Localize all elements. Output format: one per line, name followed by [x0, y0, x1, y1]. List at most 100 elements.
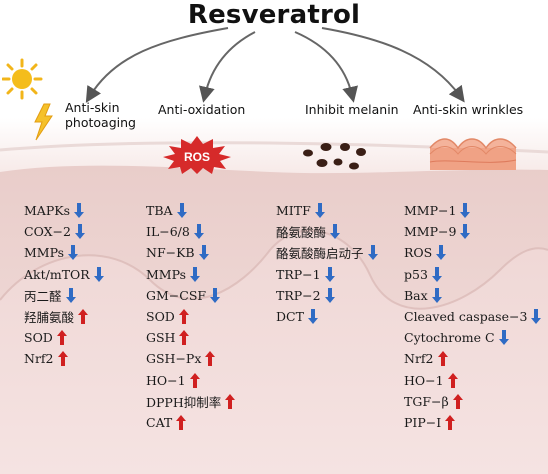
increase-arrow-icon — [57, 351, 68, 367]
decrease-arrow-icon — [460, 203, 471, 219]
marker-item: Nrf2 — [404, 348, 541, 369]
marker-item: MITF — [276, 200, 378, 221]
sun-lightning-icon — [2, 58, 53, 141]
marker-label: Cleaved caspase−3 — [404, 309, 528, 325]
ros-burst-icon: ROS — [163, 136, 231, 174]
marker-item: TRP−2 — [276, 285, 378, 306]
marker-item: 酪氨酸酶启动子 — [276, 242, 378, 263]
arrow-to-wrinkles — [321, 27, 465, 103]
marker-label: TBA — [146, 203, 173, 219]
marker-label: MAPKs — [24, 203, 70, 219]
marker-item: MMPs — [146, 264, 235, 285]
decrease-arrow-icon — [190, 266, 201, 282]
marker-item: MMPs — [24, 242, 104, 263]
marker-label: IL−6/8 — [146, 224, 190, 240]
marker-item: TBA — [146, 200, 235, 221]
marker-item: 羟脯氨酸 — [24, 306, 104, 327]
increase-arrow-icon — [189, 372, 200, 388]
marker-item: Cytochrome C — [404, 327, 541, 348]
decrease-arrow-icon — [324, 266, 335, 282]
arrow-to-photoaging — [85, 27, 229, 103]
marker-item: HO−1 — [146, 370, 235, 391]
marker-item: NF−KB — [146, 242, 235, 263]
arrow-to-melanin — [294, 31, 358, 103]
decrease-arrow-icon — [74, 224, 85, 240]
marker-label: MITF — [276, 203, 311, 219]
category-anti-skin-photoaging: Anti-skin photoaging — [65, 100, 136, 130]
decrease-arrow-icon — [436, 245, 447, 261]
decrease-arrow-icon — [74, 203, 84, 219]
marker-item: Cleaved caspase−3 — [404, 306, 542, 327]
marker-item: DPPH抑制率 — [146, 391, 236, 412]
increase-arrow-icon — [176, 414, 187, 430]
marker-label: CAT — [146, 414, 173, 430]
decrease-arrow-icon — [460, 224, 471, 240]
decrease-arrow-icon — [210, 287, 221, 303]
category-anti-skin-wrinkles: Anti-skin wrinkles — [413, 102, 524, 117]
decrease-arrow-icon — [498, 330, 509, 346]
marker-item: GM−CSF — [146, 285, 235, 306]
marker-label: p53 — [404, 266, 428, 282]
diagram-title: Resveratrol — [187, 0, 361, 30]
decrease-arrow-icon — [176, 203, 187, 219]
dermis-layer — [0, 230, 548, 474]
marker-label: TRP−2 — [276, 287, 321, 303]
category-anti-oxidation: Anti-oxidation — [158, 102, 246, 117]
decrease-arrow-icon — [431, 266, 442, 282]
marker-label: SOD — [24, 330, 53, 346]
decrease-arrow-icon — [68, 245, 79, 261]
decrease-arrow-icon — [324, 287, 335, 303]
marker-item: TRP−1 — [276, 264, 378, 285]
marker-label: Nrf2 — [24, 351, 54, 367]
marker-label: GSH−Px — [146, 351, 202, 367]
marker-item: MMP−9 — [404, 221, 541, 242]
marker-item: COX−2 — [24, 221, 104, 242]
marker-label: Akt/mTOR — [24, 266, 90, 282]
marker-item: Akt/mTOR — [24, 264, 104, 285]
increase-arrow-icon — [56, 330, 67, 346]
marker-label: ROS — [404, 245, 433, 261]
increase-arrow-icon — [452, 393, 463, 409]
marker-item: CAT — [146, 412, 235, 433]
arrow-to-oxidation — [199, 31, 256, 103]
decrease-arrow-icon — [531, 309, 542, 325]
marker-label: DPPH抑制率 — [146, 394, 222, 410]
marker-label: GSH — [146, 330, 176, 346]
marker-item: DCT — [276, 306, 378, 327]
marker-label: MMPs — [24, 245, 65, 261]
decrease-arrow-icon — [193, 224, 204, 240]
marker-label: MMP−1 — [404, 203, 457, 219]
marker-label: Nrf2 — [404, 351, 434, 367]
wrinkled-skin-icon — [429, 138, 517, 170]
marker-label: 羟脯氨酸 — [24, 310, 75, 326]
increase-arrow-icon — [205, 351, 216, 367]
marker-item: GSH — [146, 327, 235, 348]
marker-label: PIP−I — [404, 414, 442, 430]
marker-label: MMP−9 — [404, 224, 457, 240]
marker-item: Bax — [404, 285, 541, 306]
marker-item: 丙二醛 — [24, 285, 104, 306]
increase-arrow-icon — [437, 351, 448, 367]
marker-label: Cytochrome C — [404, 330, 495, 346]
marker-label: HO−1 — [404, 372, 444, 388]
category-inhibit-melanin: Inhibit melanin — [305, 102, 399, 117]
marker-label: HO−1 — [146, 372, 186, 388]
marker-item: MAPKs — [24, 200, 104, 221]
marker-label: NF−KB — [146, 245, 195, 261]
marker-item: GSH−Px — [146, 348, 235, 369]
marker-item: p53 — [404, 264, 541, 285]
marker-item: HO−1 — [404, 370, 541, 391]
melanin-granules-icon — [303, 143, 366, 170]
marker-item: TGF−β — [404, 391, 541, 412]
marker-item: SOD — [146, 306, 235, 327]
marker-item: 酪氨酸酶 — [276, 221, 378, 242]
decrease-arrow-icon — [314, 203, 325, 219]
marker-item: MMP−1 — [404, 200, 541, 221]
decrease-arrow-icon — [330, 224, 341, 240]
marker-label: 酪氨酸酶 — [276, 225, 327, 241]
marker-label: DCT — [276, 309, 304, 325]
